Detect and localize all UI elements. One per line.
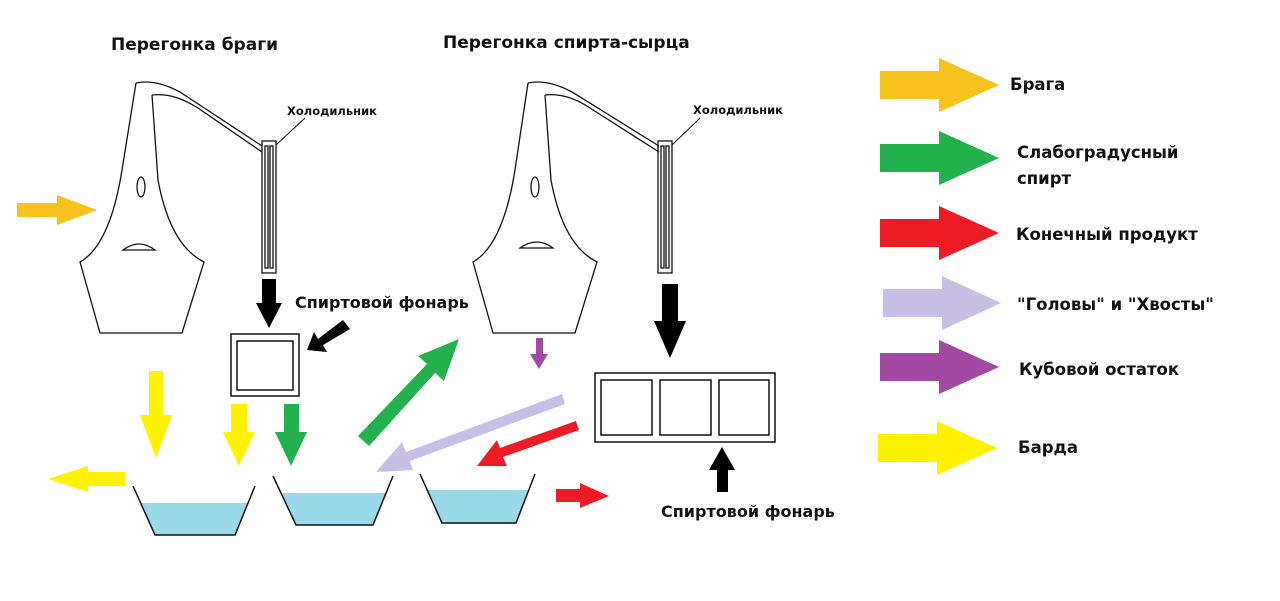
legend-arrow-still-residue: [880, 340, 999, 394]
final-product-arrow: [477, 421, 579, 466]
lantern-left-label: Спиртовой фонарь: [295, 293, 469, 312]
barda-down-arrow-1: [140, 371, 172, 458]
barda-down-arrow-2: [223, 404, 255, 466]
legend-arrow-final-product: [880, 206, 999, 260]
still-residue-arrow: [530, 338, 548, 369]
legend-arrow-braga: [880, 58, 999, 112]
distillate-arrow-right: [654, 284, 686, 358]
heads-tails-arrow: [376, 394, 565, 472]
receiver-bowl-2: [281, 493, 386, 525]
cooler-left-callout: [275, 117, 306, 146]
lantern-pointer-right: [709, 447, 735, 492]
legend-arrow-heads-tails: [883, 276, 1001, 330]
left-spirit-lantern: [230, 333, 300, 397]
receiver-bowls: [132, 473, 536, 536]
cooler-right-callout: [671, 117, 701, 146]
lantern-pointer-left: [307, 320, 350, 352]
right-spirit-lantern: [594, 372, 776, 443]
right-still: [472, 81, 660, 334]
legend-label-still-residue: Кубовой остаток: [1019, 360, 1180, 379]
receiver-bowl-3: [426, 490, 528, 523]
left-still: [79, 81, 263, 334]
distillate-arrow-left: [256, 279, 282, 328]
legend-label-weak-spirit: Слабоградусный спирт: [1017, 143, 1179, 188]
legend-label-heads-tails: "Головы" и "Хвосты": [1017, 295, 1214, 314]
left-cooler: [261, 140, 277, 274]
legend-label-final-product: Конечный продукт: [1016, 225, 1198, 244]
braga-inflow-arrow: [17, 195, 97, 225]
legend-label-barda: Барда: [1018, 438, 1078, 457]
cooler-left-label: Холодильник: [287, 104, 377, 118]
final-product-outflow-arrow: [556, 483, 609, 508]
legend-arrow-weak-spirit: [880, 131, 999, 185]
weak-spirit-down-arrow: [275, 404, 307, 466]
legend-arrows: [878, 58, 1001, 475]
right-cooler: [657, 140, 673, 274]
weak-spirit-transfer-arrow: [358, 339, 459, 446]
lantern-right-label: Спиртовой фонарь: [661, 502, 835, 521]
title-right: Перегонка спирта-сырца: [443, 33, 690, 53]
receiver-bowl-1: [140, 503, 248, 535]
flow-arrows: [17, 195, 735, 508]
title-left: Перегонка браги: [111, 35, 278, 55]
cooler-right-label: Холодильник: [693, 103, 783, 117]
legend-label-braga: Брага: [1010, 75, 1066, 94]
legend-arrow-barda: [878, 421, 997, 475]
barda-outflow-arrow: [48, 466, 125, 492]
